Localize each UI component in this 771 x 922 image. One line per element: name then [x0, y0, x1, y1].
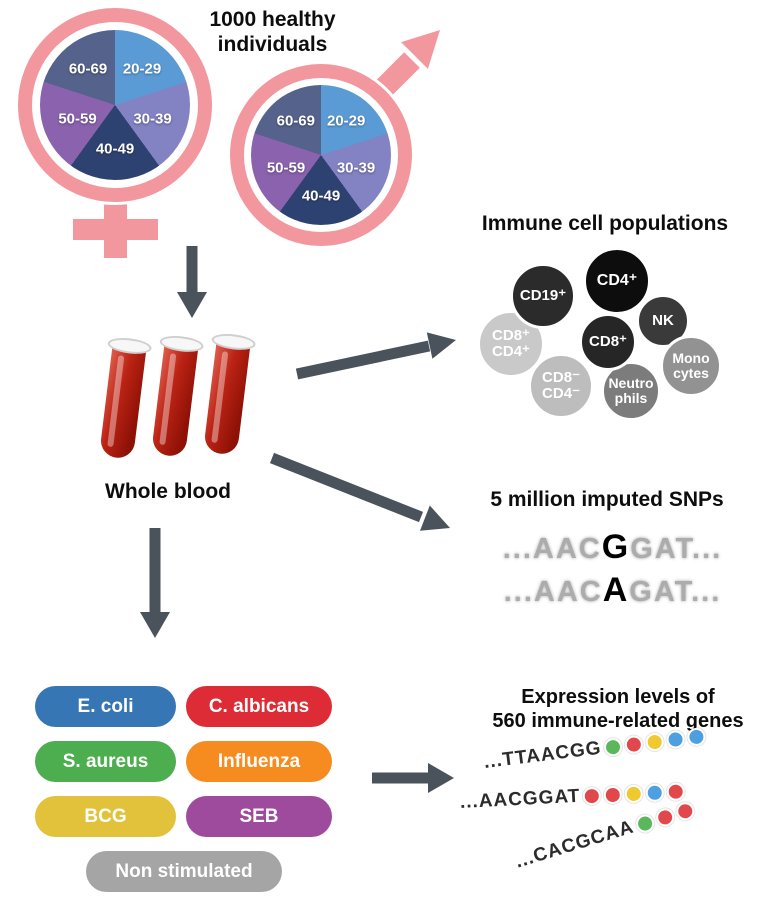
expression-sequence: ...AACGGAT — [459, 785, 581, 813]
expression-bead — [666, 782, 686, 802]
pie-label: 30-39 — [336, 159, 376, 177]
expression-bead — [624, 734, 645, 755]
pie-label: 40-49 — [301, 187, 341, 205]
whole-blood-label: Whole blood — [105, 480, 231, 503]
snp-variant-allele: G — [601, 528, 631, 566]
snp-seq-prefix: ...AAC — [503, 576, 603, 609]
expression-bead — [624, 784, 644, 804]
expression-bead — [665, 729, 686, 750]
expression-bead — [603, 737, 624, 758]
male-age-pie-chart: 20-29 30-39 40-49 50-59 60-69 — [251, 85, 391, 225]
stimulus-c-albicans: C. albicans — [186, 686, 332, 727]
expression-bead — [645, 783, 665, 803]
expression-bead — [653, 806, 677, 829]
pie-label: 60-69 — [276, 112, 315, 130]
expression-bead — [603, 785, 623, 805]
expression-title: Expression levels of 560 immune-related … — [492, 686, 744, 732]
pie-label: 60-69 — [68, 60, 108, 78]
cell-cd8pos: CD8⁺ — [579, 313, 637, 371]
snp-variant-allele: A — [602, 571, 630, 610]
female-age-pie-chart: 20-29 30-39 40-49 50-59 60-69 — [40, 30, 190, 180]
blood-tube — [197, 331, 258, 461]
expression-bead — [633, 812, 657, 835]
snp-seq-suffix: GAT... — [630, 533, 723, 565]
pie-label: 50-59 — [266, 159, 306, 177]
expression-bead — [582, 786, 602, 806]
pie-label: 20-29 — [327, 112, 366, 130]
cohort-title: 1000 healthy individuals — [209, 8, 336, 56]
snp-sequence-2: ...AACAGAT... — [470, 571, 755, 609]
female-symbol-crossbar — [73, 219, 158, 240]
stimulus-bcg: BCG — [35, 796, 176, 837]
snp-seq-prefix: ...AAC — [502, 533, 602, 565]
expression-bead — [673, 800, 697, 823]
blood-tube — [93, 335, 154, 465]
cell-cd4pos: CD4⁺ — [583, 247, 651, 315]
cell-cd19pos: CD19⁺ — [510, 263, 576, 329]
stimulus-s-aureus: S. aureus — [35, 741, 176, 782]
stimulus-influenza: Influenza — [186, 741, 332, 782]
snp-seq-suffix: GAT... — [629, 576, 722, 609]
expression-bead — [645, 731, 666, 753]
snp-sequences: ...AACGGAT... ...AACAGAT... — [470, 528, 755, 609]
expression-beads — [633, 800, 697, 835]
expression-sequence: ...CACGCAA — [512, 816, 637, 873]
pie-label: 50-59 — [58, 110, 97, 127]
cell-cd8neg-cd4neg: CD8⁻ CD4⁻ — [528, 353, 594, 419]
expression-beads — [582, 782, 686, 806]
pie-label: 30-39 — [133, 110, 172, 127]
snp-sequence-1: ...AACGGAT... — [470, 528, 755, 566]
stimulus-seb: SEB — [186, 796, 332, 837]
cell-neutrophils: Neutro phils — [601, 361, 661, 421]
immune-cells-title: Immune cell populations — [481, 212, 729, 235]
snps-title: 5 million imputed SNPs — [490, 488, 724, 511]
expression-sequence: ...TTAACGG — [482, 737, 603, 773]
pie-label: 20-29 — [122, 60, 162, 78]
blood-tube — [145, 333, 206, 463]
stimulus-non-stimulated: Non stimulated — [86, 851, 282, 892]
stimulus-e-coli: E. coli — [35, 686, 176, 727]
cell-monocytes: Mono cytes — [660, 335, 722, 397]
pie-label: 40-49 — [95, 140, 135, 157]
expression-bead — [686, 726, 707, 747]
